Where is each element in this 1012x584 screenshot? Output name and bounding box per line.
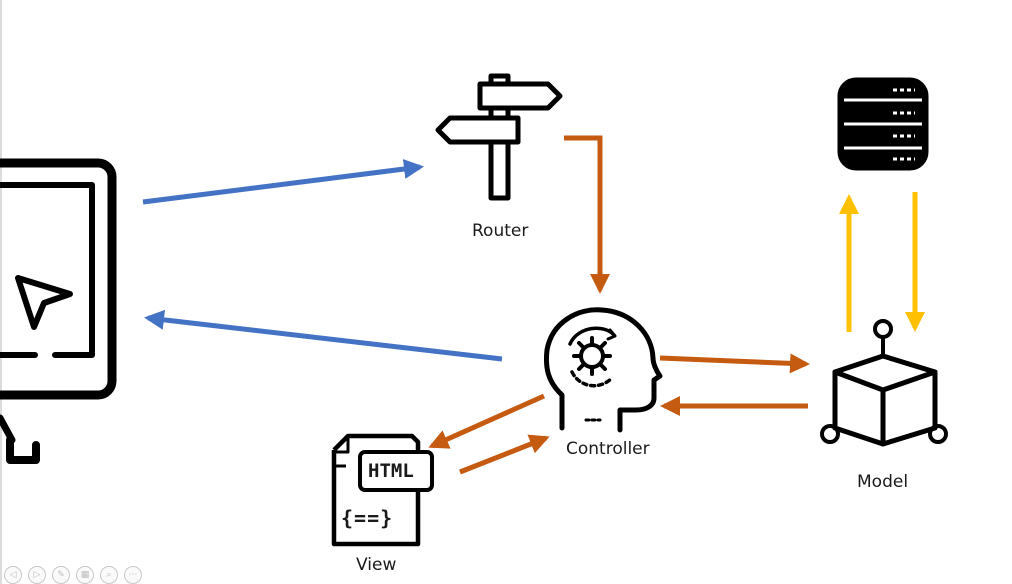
cube-icon: [820, 319, 948, 447]
router-label: Router: [472, 221, 529, 241]
client-to-router-arrow: [142, 159, 424, 205]
code-braces-label: {==}: [341, 506, 394, 530]
slide-left-edge: [0, 0, 2, 584]
controller-to-model-arrow: [659, 353, 810, 374]
head-gear-icon: [543, 307, 663, 433]
view-label: View: [356, 555, 397, 575]
slideshow-toolbar: ◁ ▷ ✎ ▦ ⌕ ⋯: [4, 566, 142, 584]
prev-slide-icon[interactable]: ◁: [4, 566, 22, 584]
database-icon: [837, 77, 929, 171]
signpost-icon: [435, 73, 563, 201]
next-slide-icon[interactable]: ▷: [28, 566, 46, 584]
slides-grid-icon[interactable]: ▦: [76, 566, 94, 584]
more-icon[interactable]: ⋯: [124, 566, 142, 584]
monitor-cursor-icon: [0, 158, 117, 464]
controller-to-view-arrow: [428, 393, 546, 449]
controller-to-client-arrow: [144, 309, 503, 362]
model-label: Model: [857, 472, 909, 492]
pen-icon[interactable]: ✎: [52, 566, 70, 584]
controller-label: Controller: [566, 439, 650, 459]
html-tag-label: HTML: [368, 460, 414, 482]
router-to-controller-arrow: [564, 135, 610, 294]
view-to-controller-arrow: [459, 434, 550, 475]
zoom-icon[interactable]: ⌕: [100, 566, 118, 584]
html-file-icon: [331, 433, 434, 547]
